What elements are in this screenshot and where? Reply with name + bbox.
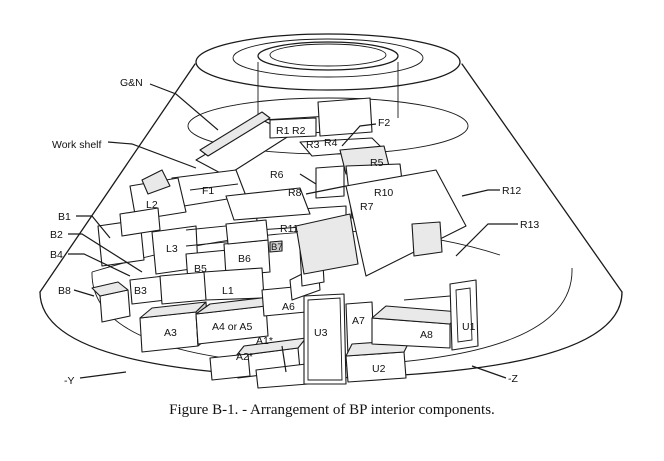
component-labels: G&N Work shelf R1 R2 R3 R4 F2 R5 R6 R8 R…: [50, 77, 539, 387]
label-r4: R4: [324, 137, 338, 149]
label-u1: U1: [462, 321, 476, 333]
label-work-shelf: Work shelf: [52, 139, 101, 151]
label-b1: B1: [58, 211, 71, 223]
label-r10: R10: [374, 187, 393, 199]
label-r2: R2: [292, 125, 306, 137]
label-a7: A7: [352, 315, 365, 327]
label-b4: B4: [50, 249, 63, 261]
label-r12: R12: [502, 185, 521, 197]
label-r1: R1: [276, 125, 290, 137]
label-l3: L3: [166, 243, 178, 255]
label-r7: R7: [360, 201, 374, 213]
label-b3: B3: [134, 285, 147, 297]
label-b5: B5: [194, 263, 207, 275]
label-axis-y: -Y: [64, 375, 75, 387]
floor-components: [91, 213, 479, 389]
label-a1: A1*: [256, 335, 273, 347]
label-axis-z: -Z: [508, 373, 518, 385]
label-l2: L2: [146, 199, 158, 211]
leader-lines: [68, 83, 518, 379]
label-l1: L1: [222, 285, 234, 297]
label-b2: B2: [50, 229, 63, 241]
label-a3: A3: [164, 327, 177, 339]
upper-equipment-bay: [171, 97, 467, 277]
label-a4-a5: A4 or A5: [212, 321, 252, 333]
label-b7: B7: [271, 242, 283, 253]
label-r3: R3: [306, 139, 320, 151]
label-r6: R6: [270, 169, 284, 181]
label-a2: A2*: [236, 351, 253, 363]
label-b8: B8: [58, 285, 71, 297]
label-r8: R8: [288, 187, 302, 199]
label-r5: R5: [370, 157, 384, 169]
label-r13: R13: [520, 219, 539, 231]
label-f1: F1: [202, 185, 214, 197]
label-r11: R11: [280, 223, 299, 235]
label-u2: U2: [372, 363, 386, 375]
figure-caption-text: Figure B-1. - Arrangement of BP interior…: [169, 402, 495, 418]
label-f2: F2: [378, 117, 390, 129]
label-b6: B6: [238, 253, 251, 265]
label-a6: A6: [282, 301, 295, 313]
label-a8: A8: [420, 329, 433, 341]
label-u3: U3: [314, 327, 328, 339]
label-gn: G&N: [120, 77, 143, 89]
figure-caption: Figure B-1. - Arrangement of BP interior…: [0, 402, 664, 419]
left-equipment-bay: [97, 169, 283, 305]
